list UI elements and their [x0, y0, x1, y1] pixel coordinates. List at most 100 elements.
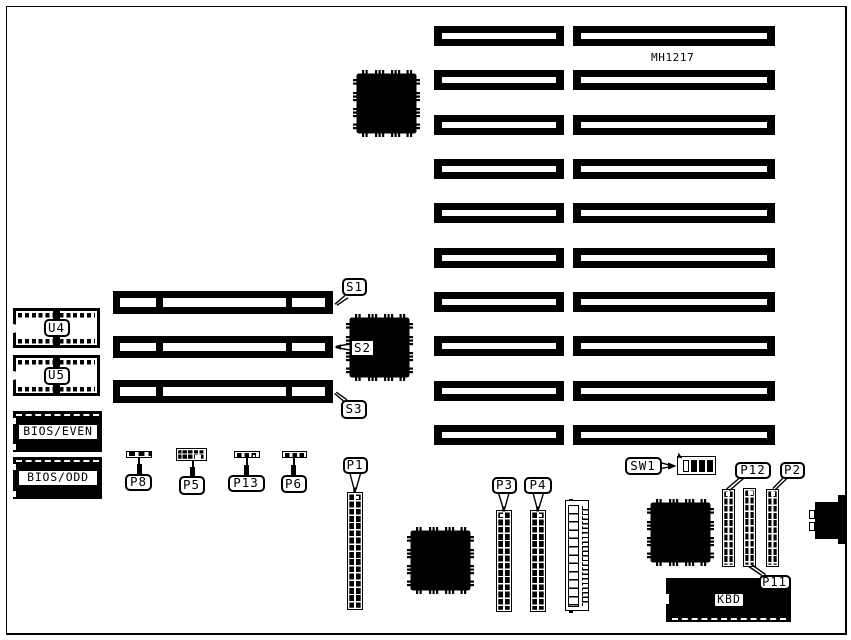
- connector-p6: [282, 451, 307, 458]
- callout-p12: P12: [735, 462, 771, 479]
- connector-p8: [126, 451, 152, 458]
- bios-odd-chip: BIOS/ODD: [13, 457, 102, 499]
- simm-socket-s2: [113, 335, 333, 358]
- expansion-slot: [573, 336, 775, 356]
- rom-chip-u5: U5: [8, 355, 100, 396]
- callout-stem-p6: [291, 464, 296, 476]
- connector-p1: [347, 492, 363, 610]
- expansion-slot: [573, 292, 775, 312]
- callout-p6: P6: [280, 475, 307, 493]
- expansion-slot: [573, 26, 775, 46]
- callout-tail-p4: [538, 492, 545, 509]
- kbd-notch: [666, 594, 669, 604]
- switch-cell: [690, 460, 697, 472]
- pin1-marker: [499, 513, 504, 518]
- part-number-label: MH1217: [651, 51, 695, 64]
- callout-tail-p1: [349, 473, 355, 490]
- connector-p13: [234, 451, 260, 458]
- callout-tail-p1: [355, 473, 362, 490]
- socket-strip-cells: [582, 505, 589, 606]
- callout-p3: P3: [492, 476, 517, 494]
- connector-p12: [722, 488, 735, 567]
- switch-cell: [698, 460, 705, 472]
- expansion-slot: [434, 26, 564, 46]
- din-connector: [814, 501, 841, 539]
- callout-arrowhead-sw1: [668, 462, 677, 470]
- callout-p8: P8: [125, 473, 152, 491]
- expansion-slot: [573, 425, 775, 445]
- expansion-slot: [573, 159, 775, 179]
- callout-tail-p11: [751, 563, 766, 576]
- callout-tail-p2: [772, 477, 784, 489]
- expansion-slot: [434, 381, 564, 401]
- pin1-notch: [8, 371, 18, 380]
- din-connector-pin: [808, 510, 815, 519]
- callout-stem-p13: [243, 464, 249, 476]
- simm-socket-s3: [113, 380, 333, 403]
- callout-tail-p12: [729, 477, 744, 492]
- callout-tail-s1: [336, 297, 349, 306]
- expansion-slot: [573, 70, 775, 90]
- bios-odd-label: BIOS/ODD: [19, 471, 97, 485]
- callout-stem-p13: [245, 458, 248, 466]
- switch-cell: [706, 460, 713, 472]
- connector-hole: [195, 454, 201, 459]
- callout-tail-s1: [334, 294, 346, 305]
- expansion-slot: [434, 115, 564, 135]
- callout-tail-tip-p3: [502, 506, 506, 512]
- callout-tail-s3: [335, 391, 348, 401]
- callout-tail-tip-p4: [536, 506, 540, 512]
- bios-notch: [13, 491, 16, 497]
- callout-tail-p3: [497, 492, 504, 509]
- callout-sw1: SW1: [624, 457, 662, 475]
- pin1-marker: [537, 513, 542, 518]
- pin1-marker: [725, 492, 730, 496]
- callout-tail-tip-p1: [353, 487, 357, 493]
- expansion-slot: [573, 203, 775, 223]
- rom-chip-u4: U4: [8, 308, 100, 348]
- expansion-slot: [573, 381, 775, 401]
- callout-p13: P13: [227, 475, 265, 492]
- expansion-slot: [434, 425, 564, 445]
- callout-u4: U4: [43, 319, 70, 337]
- pin1-notch: [8, 323, 18, 333]
- socket-strip: [565, 498, 589, 613]
- callout-p4: P4: [524, 476, 552, 494]
- callout-tail-p3: [504, 492, 510, 509]
- callout-tail-p11: [748, 565, 763, 577]
- pin1-marker: [748, 491, 753, 495]
- connector-p4: [530, 510, 546, 612]
- expansion-slot: [573, 248, 775, 268]
- expansion-slot: [434, 248, 564, 268]
- callout-stem-p6: [293, 458, 296, 466]
- dip-switch-sw1: [677, 452, 716, 475]
- callout-stem-p8: [138, 458, 141, 466]
- pin1-marker: [770, 492, 775, 496]
- socket-nub: [569, 498, 573, 501]
- callout-tail-p12: [726, 477, 740, 490]
- pin1-marker: [354, 495, 359, 500]
- expansion-slot: [573, 115, 775, 135]
- callout-stem-p8: [136, 464, 142, 475]
- connector-p11: [743, 487, 756, 567]
- bios-dashed-line: [16, 460, 99, 462]
- callout-p11: P11: [758, 574, 791, 590]
- callout-tail-p2: [774, 477, 788, 491]
- expansion-slot: [434, 70, 564, 90]
- bios-dashed-line: [16, 414, 99, 416]
- callout-kbd: KBD: [714, 593, 744, 607]
- din-connector: [838, 494, 846, 544]
- callout-u5: U5: [43, 366, 70, 385]
- bios-even-label: BIOS/EVEN: [19, 425, 97, 439]
- callout-stem-p5: [189, 467, 195, 477]
- callout-p2: P2: [780, 462, 805, 479]
- connector-p3: [496, 510, 512, 612]
- bios-even-chip: BIOS/EVEN: [13, 411, 102, 452]
- kbd-controller-block: KBD: [666, 578, 791, 622]
- callout-arrowhead-s2: [334, 344, 341, 350]
- callout-p5: P5: [178, 476, 205, 495]
- bios-notch: [13, 444, 16, 450]
- board-outline: [6, 6, 847, 635]
